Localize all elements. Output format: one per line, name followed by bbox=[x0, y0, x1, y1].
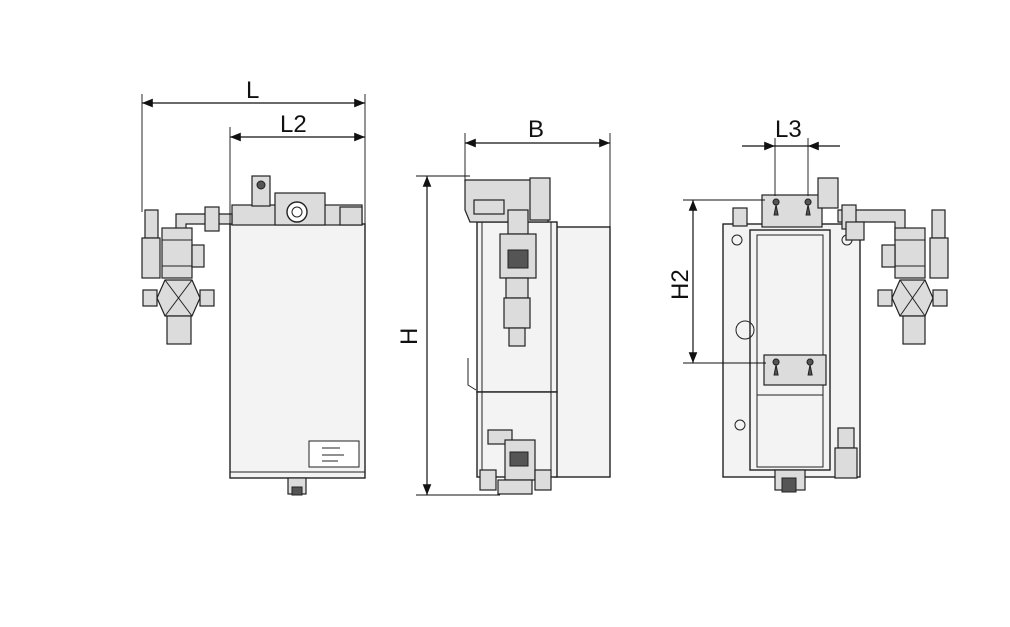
dim-label-L: L bbox=[246, 77, 259, 104]
pressure-gauge-icon bbox=[286, 201, 308, 223]
dim-label-H2: H2 bbox=[667, 269, 694, 300]
side-view bbox=[464, 177, 611, 495]
dim-label-H: H bbox=[396, 328, 423, 345]
dimension-lines bbox=[141, 94, 840, 496]
dim-label-L3: L3 bbox=[775, 116, 802, 143]
front-view bbox=[141, 175, 366, 496]
nameplate bbox=[308, 440, 360, 468]
dim-label-B: B bbox=[528, 116, 544, 143]
rear-view bbox=[722, 177, 949, 493]
dim-label-L2: L2 bbox=[280, 111, 307, 138]
